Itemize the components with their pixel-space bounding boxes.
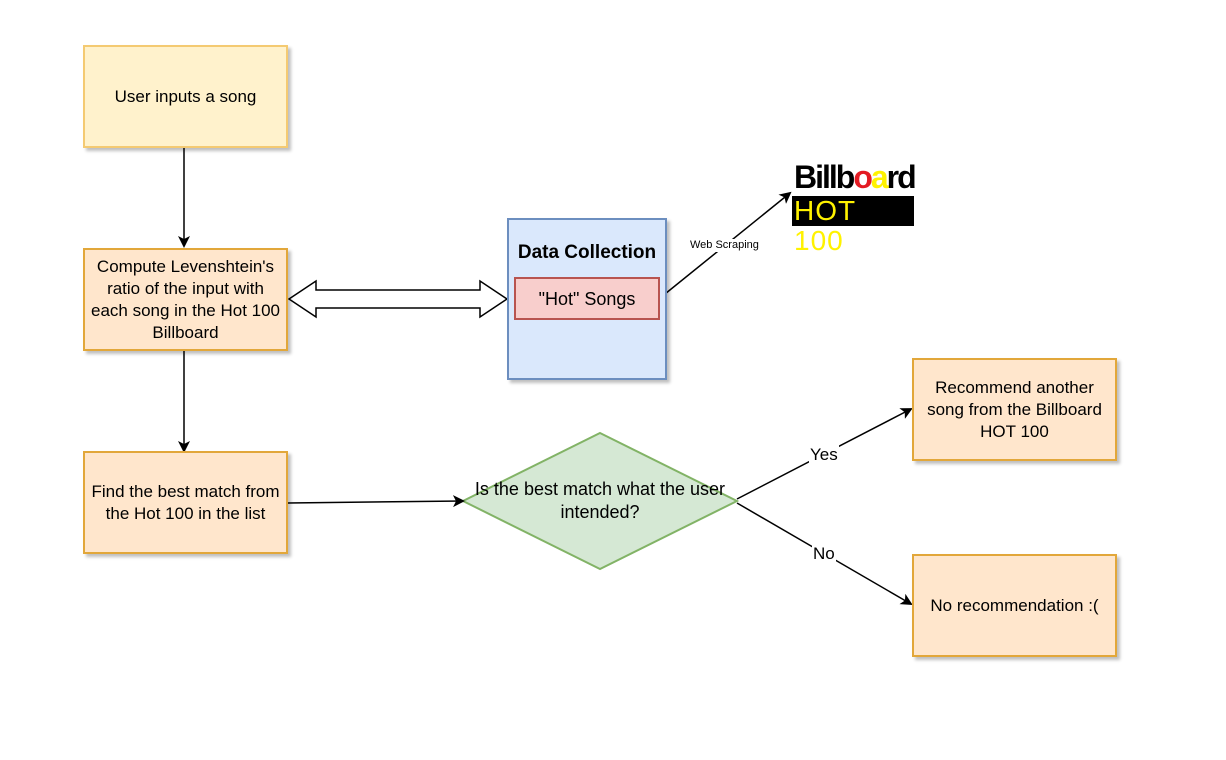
edge-find-to-decision: [287, 495, 465, 508]
find-match-node[interactable]: Find the best match from the Hot 100 in …: [83, 451, 288, 554]
no-label: No: [812, 544, 836, 564]
decision-label: Is the best match what the user intended…: [474, 479, 726, 522]
find-match-label: Find the best match from the Hot 100 in …: [91, 481, 280, 523]
logo-letters: Billboard: [794, 159, 917, 195]
data-collection-title: Data Collection: [517, 242, 657, 263]
compute-node[interactable]: Compute Levenshtein's ratio of the input…: [83, 248, 288, 351]
no-recommend-label: No recommendation :(: [930, 595, 1099, 615]
recommend-node[interactable]: Recommend another song from the Billboar…: [912, 358, 1117, 461]
web-scraping-label: Web Scraping: [689, 239, 760, 252]
bidirectional-arrow: [287, 279, 509, 319]
recommend-label: Recommend another song from the Billboar…: [927, 377, 1102, 441]
no-recommend-node[interactable]: No recommendation :(: [912, 554, 1117, 657]
user-input-node[interactable]: User inputs a song: [83, 45, 288, 148]
decision-diamond[interactable]: [460, 431, 740, 571]
billboard-logo: Billboard HOT 100: [792, 158, 917, 256]
compute-label: Compute Levenshtein's ratio of the input…: [90, 256, 281, 342]
billboard-logo-hot: HOT 100: [794, 195, 856, 256]
yes-label: Yes: [809, 445, 839, 465]
user-input-label: User inputs a song: [114, 86, 257, 106]
hot-songs-node[interactable]: "Hot" Songs: [514, 277, 660, 320]
billboard-logo-word: Billboard: [794, 159, 917, 195]
hot-songs-label: "Hot" Songs: [538, 288, 636, 309]
